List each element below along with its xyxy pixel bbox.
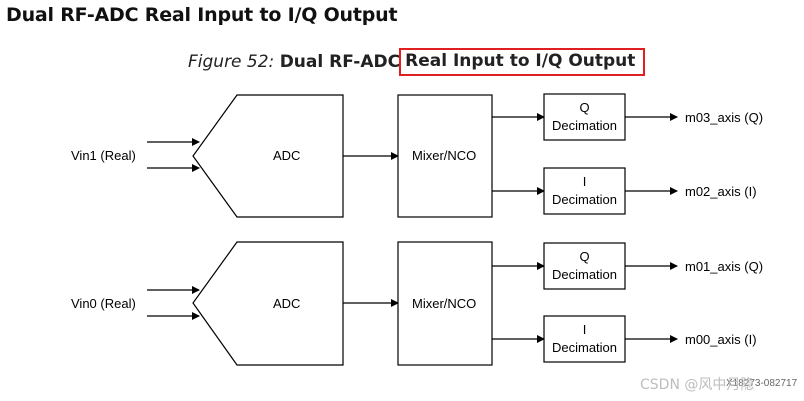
input-label: Vin0 (Real): [71, 296, 136, 311]
channel-0: Vin0 (Real) ADC Mixer/NCO Q Decimation I…: [71, 241, 763, 366]
figure-id: X18273-082717: [726, 378, 798, 389]
channel-1: Vin1 (Real) ADC Mixer/NCO Q Decimation I…: [71, 93, 763, 218]
mixer-nco-block: [397, 241, 493, 366]
mixer-nco-block: [397, 94, 493, 218]
watermark: CSDN @风中月隐: [640, 377, 755, 393]
mixer-nco-label: Mixer/NCO: [412, 296, 476, 311]
i-output-label: m00_axis (I): [685, 332, 757, 347]
i-decimation-block: [543, 315, 626, 363]
q-decimation-line1: Q: [579, 100, 589, 115]
q-decimation-block: [543, 93, 626, 141]
i-decimation-line1: I: [583, 322, 587, 337]
adc-block: [192, 94, 344, 218]
q-decimation-line2: Decimation: [552, 118, 617, 133]
figure-title-highlight-box: Real Input to I/Q Output: [399, 48, 646, 76]
i-decimation-block: [543, 167, 626, 215]
q-decimation-line1: Q: [579, 249, 589, 264]
adc-label: ADC: [273, 148, 300, 163]
adc-block: [192, 241, 344, 366]
mixer-nco-label: Mixer/NCO: [412, 148, 476, 163]
section-title: Dual RF-ADC Real Input to I/Q Output: [6, 4, 398, 26]
i-output-label: m02_axis (I): [685, 184, 757, 199]
input-label: Vin1 (Real): [71, 148, 136, 163]
adc-label: ADC: [273, 296, 300, 311]
figure-title-prefix: Dual RF-ADC: [279, 52, 401, 72]
figure-number: Figure 52:: [188, 52, 275, 72]
q-output-label: m01_axis (Q): [685, 259, 763, 274]
i-decimation-line2: Decimation: [552, 192, 617, 207]
q-output-label: m03_axis (Q): [685, 110, 763, 125]
i-decimation-line2: Decimation: [552, 340, 617, 355]
i-decimation-line1: I: [583, 174, 587, 189]
q-decimation-line2: Decimation: [552, 267, 617, 282]
